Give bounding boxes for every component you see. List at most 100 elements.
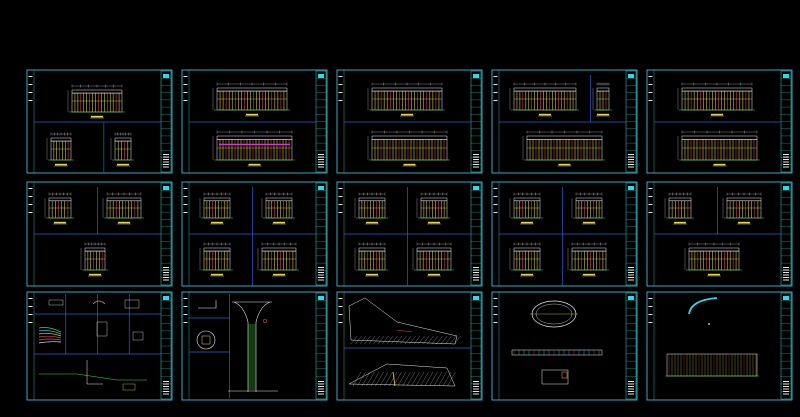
left-strip-text xyxy=(183,76,188,77)
title-block-text xyxy=(473,383,479,385)
sheet-r2c5[interactable] xyxy=(646,181,793,287)
title-block-text xyxy=(783,166,789,168)
left-strip xyxy=(183,70,190,173)
sheet-r2c1[interactable] xyxy=(26,181,173,287)
sheet-r3c1[interactable] xyxy=(26,291,173,401)
title-block-text xyxy=(473,391,479,392)
title-block-text xyxy=(473,156,479,158)
title-block-text xyxy=(318,391,324,392)
elevation-drawing xyxy=(80,242,108,277)
caption-text-block xyxy=(248,163,261,166)
title-block-text xyxy=(163,393,169,395)
title-block-text xyxy=(318,386,324,387)
elevation-drawing xyxy=(110,132,134,167)
ramp-hatch xyxy=(361,371,371,387)
ramp-hatch xyxy=(454,335,461,345)
ramp-hatch xyxy=(447,371,456,387)
caption-text-block xyxy=(118,221,130,224)
sheet-r2c4[interactable] xyxy=(491,181,638,287)
ramp-hatch xyxy=(411,371,420,387)
left-strip-text xyxy=(183,188,188,189)
ramp-hatch xyxy=(413,335,421,345)
elevation-drawing xyxy=(354,192,388,225)
sheet-r3c5[interactable] xyxy=(646,291,793,401)
elevation-body xyxy=(114,140,132,161)
left-strip-text xyxy=(648,100,653,101)
left-strip-text xyxy=(183,204,188,205)
title-block-logo xyxy=(318,296,324,300)
left-strip-text xyxy=(183,92,188,93)
sheet-frame xyxy=(491,291,638,401)
left-strip xyxy=(338,182,345,286)
title-block-text xyxy=(163,277,169,278)
title-block-logo xyxy=(163,296,169,300)
elevation-drawing xyxy=(199,242,233,277)
elevation-drawing xyxy=(257,242,299,277)
left-strip-text xyxy=(493,188,498,189)
sheet-r1c5[interactable] xyxy=(646,69,793,174)
arc-wall xyxy=(688,297,718,315)
ramp-hatch xyxy=(375,371,384,387)
caption-text-block xyxy=(597,113,609,116)
sheet-r1c4[interactable] xyxy=(491,69,638,174)
title-block-text xyxy=(163,386,169,387)
title-block xyxy=(160,292,172,400)
sheet-r3c3[interactable] xyxy=(336,291,483,401)
title-block-text xyxy=(318,156,324,158)
left-strip-text xyxy=(493,100,498,101)
title-block-text xyxy=(783,391,789,392)
elevation-drawing xyxy=(592,82,612,117)
detail-cable xyxy=(38,330,62,335)
title-block-text xyxy=(783,161,789,163)
title-block xyxy=(315,70,327,173)
elevation-beam xyxy=(358,247,386,252)
ramp-hatch xyxy=(382,335,389,345)
title-block-logo xyxy=(318,74,324,78)
sheet-r2c2[interactable] xyxy=(181,181,328,287)
detail-box xyxy=(124,299,140,309)
caption-text-block xyxy=(583,221,595,224)
elevation-body xyxy=(71,92,123,113)
title-block xyxy=(315,182,327,286)
title-block-text xyxy=(783,277,789,278)
title-block-text xyxy=(318,381,324,382)
sheet-r1c2[interactable] xyxy=(181,69,328,174)
elevation-body xyxy=(203,250,231,271)
sheet-r3c2[interactable] xyxy=(181,291,328,401)
sheet-r1c3[interactable] xyxy=(336,69,483,174)
ramp-hatch xyxy=(404,335,412,345)
left-strip xyxy=(493,292,500,400)
elevation-beam xyxy=(513,247,541,252)
left-strip-text xyxy=(338,306,343,307)
ramp-hatch xyxy=(366,371,375,387)
sheet-r1c1[interactable] xyxy=(26,69,173,174)
elevation-beam xyxy=(371,87,443,92)
title-block-text xyxy=(628,388,634,390)
left-strip xyxy=(648,182,655,286)
ramp-hatch xyxy=(384,371,393,387)
title-block-text xyxy=(628,272,634,273)
ramp-hatch xyxy=(445,335,452,345)
sheet-r3c4[interactable] xyxy=(491,291,638,401)
elevation-beam xyxy=(668,197,692,202)
elevation-beam xyxy=(681,87,753,92)
ramp-hatch xyxy=(438,371,447,387)
sheet-r2c3[interactable] xyxy=(336,181,483,287)
left-strip-text xyxy=(183,298,188,299)
title-block-text xyxy=(628,159,634,160)
title-block-logo xyxy=(783,296,789,300)
left-strip-text xyxy=(28,306,33,307)
elevation-drawing xyxy=(67,84,125,119)
left-strip-text xyxy=(338,84,343,85)
title-block-logo xyxy=(163,186,169,190)
elevation-body xyxy=(358,200,386,219)
title-block-text xyxy=(628,277,634,278)
elevation-beam xyxy=(681,135,758,140)
elevation-body xyxy=(416,250,452,271)
elevation-beam xyxy=(114,137,132,142)
left-strip xyxy=(28,70,35,173)
left-strip-text xyxy=(338,100,343,101)
section-strip xyxy=(511,349,603,356)
caption-text-block xyxy=(273,221,285,224)
